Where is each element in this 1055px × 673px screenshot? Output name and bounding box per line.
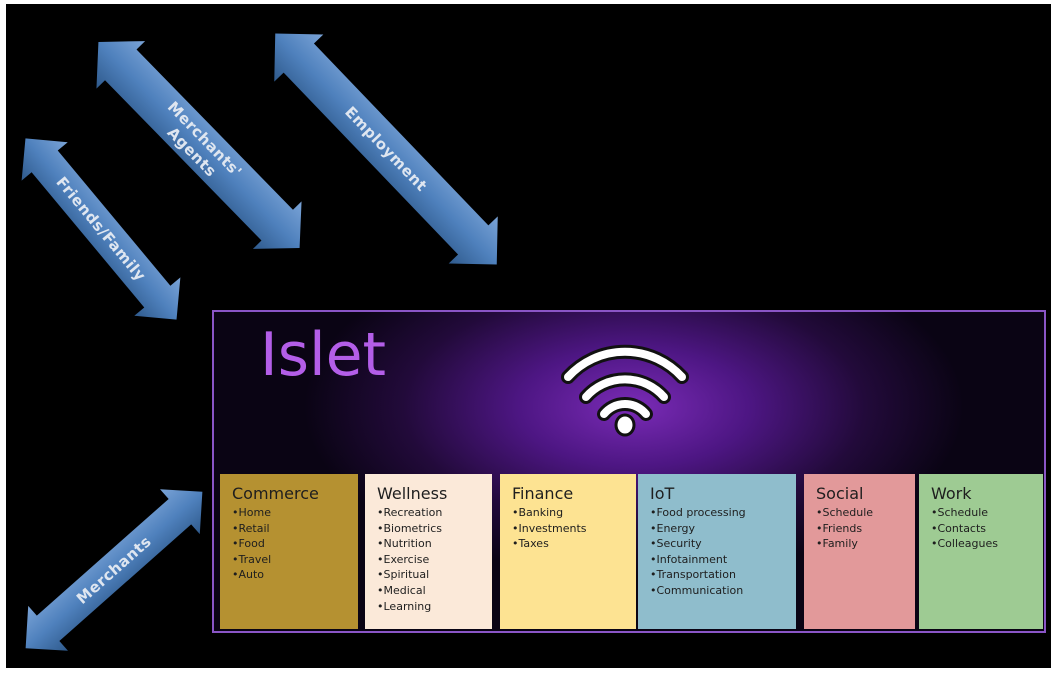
list-item: Auto	[232, 567, 358, 583]
category-card-commerce: Commerce Home Retail Food Travel Auto	[220, 474, 358, 629]
category-card-wellness: Wellness Recreation Biometrics Nutrition…	[365, 474, 492, 629]
wifi-icon	[561, 344, 689, 437]
arrow-label-friends-family: Friends/Family	[52, 173, 149, 284]
list-item: Family	[816, 536, 915, 552]
card-list-social: Schedule Friends Family	[816, 505, 915, 552]
list-item: Colleagues	[931, 536, 1043, 552]
card-title-finance: Finance	[512, 484, 574, 503]
list-item: Taxes	[512, 536, 636, 552]
list-item: Recreation	[377, 505, 492, 521]
category-card-finance: Finance Banking Investments Taxes	[500, 474, 636, 629]
list-item: Security	[650, 536, 796, 552]
list-item: Food	[232, 536, 358, 552]
arrow-label-merchants: Merchants	[73, 532, 155, 607]
list-item: Banking	[512, 505, 636, 521]
list-item: Food processing	[650, 505, 796, 521]
list-item: Contacts	[931, 521, 1043, 537]
card-list-work: Schedule Contacts Colleagues	[931, 505, 1043, 552]
list-item: Biometrics	[377, 521, 492, 537]
category-card-iot: IoT Food processing Energy Security Info…	[638, 474, 796, 629]
list-item: Exercise	[377, 552, 492, 568]
list-item: Communication	[650, 583, 796, 599]
list-item: Transportation	[650, 567, 796, 583]
relationship-arrows: Friends/Family Merchants' Agents Employm…	[21, 33, 498, 651]
card-title-wellness: Wellness	[377, 484, 448, 503]
list-item: Travel	[232, 552, 358, 568]
arrow-merchants: Merchants	[25, 489, 203, 651]
card-list-finance: Banking Investments Taxes	[512, 505, 636, 552]
card-list-commerce: Home Retail Food Travel Auto	[232, 505, 358, 583]
list-item: Schedule	[816, 505, 915, 521]
card-list-iot: Food processing Energy Security Infotain…	[650, 505, 796, 599]
arrow-label-employment: Employment	[341, 103, 430, 195]
arrow-friends-family: Friends/Family	[21, 138, 181, 320]
list-item: Schedule	[931, 505, 1043, 521]
list-item: Friends	[816, 521, 915, 537]
list-item: Investments	[512, 521, 636, 537]
category-card-social: Social Schedule Friends Family	[804, 474, 915, 629]
list-item: Medical	[377, 583, 492, 599]
list-item: Spiritual	[377, 567, 492, 583]
list-item: Learning	[377, 599, 492, 615]
card-title-work: Work	[931, 484, 972, 503]
card-title-iot: IoT	[650, 484, 675, 503]
list-item: Infotainment	[650, 552, 796, 568]
islet-panel: Islet Commerce Home Retail Food Travel A…	[212, 310, 1046, 633]
list-item: Retail	[232, 521, 358, 537]
list-item: Home	[232, 505, 358, 521]
card-title-social: Social	[816, 484, 864, 503]
card-title-commerce: Commerce	[232, 484, 319, 503]
category-card-work: Work Schedule Contacts Colleagues	[919, 474, 1043, 629]
card-list-wellness: Recreation Biometrics Nutrition Exercise…	[377, 505, 492, 614]
diagram-canvas: Friends/Family Merchants' Agents Employm…	[6, 4, 1051, 668]
list-item: Nutrition	[377, 536, 492, 552]
islet-title: Islet	[260, 320, 387, 390]
list-item: Energy	[650, 521, 796, 537]
